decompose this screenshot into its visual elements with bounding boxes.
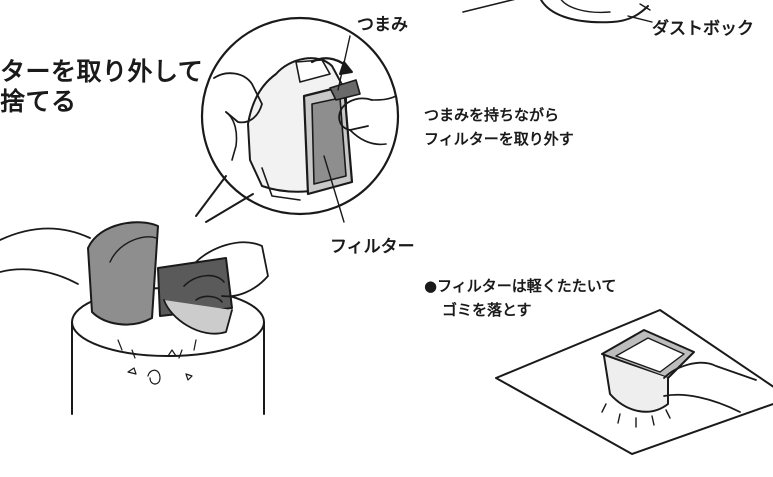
- filter-leader-line: [323, 155, 345, 223]
- dust-box-illustration: [462, 0, 651, 24]
- dust-box-leader-line: [627, 15, 653, 23]
- tip-line2: ゴミを落とす: [442, 301, 532, 319]
- instruction-line1: つまみを持ちながら: [424, 106, 560, 124]
- trash-bin-illustration: [0, 221, 269, 415]
- section-heading-line2: 捨てる: [0, 87, 77, 116]
- knob-label: つまみ: [357, 15, 408, 35]
- zoom-circle-illustration: [195, 16, 400, 223]
- dust-box-label: ダストボック: [652, 19, 754, 39]
- tapping-illustration: [495, 309, 773, 455]
- section-heading-line1: ターを取り外して: [0, 57, 204, 86]
- filter-label: フィルター: [330, 237, 415, 257]
- instruction-line2: フィルターを取り外す: [424, 130, 574, 148]
- leader-lines: [323, 15, 653, 223]
- tip-line1: ●フィルターは軽くたたいて: [424, 277, 617, 295]
- knob-leader-line: [337, 35, 351, 91]
